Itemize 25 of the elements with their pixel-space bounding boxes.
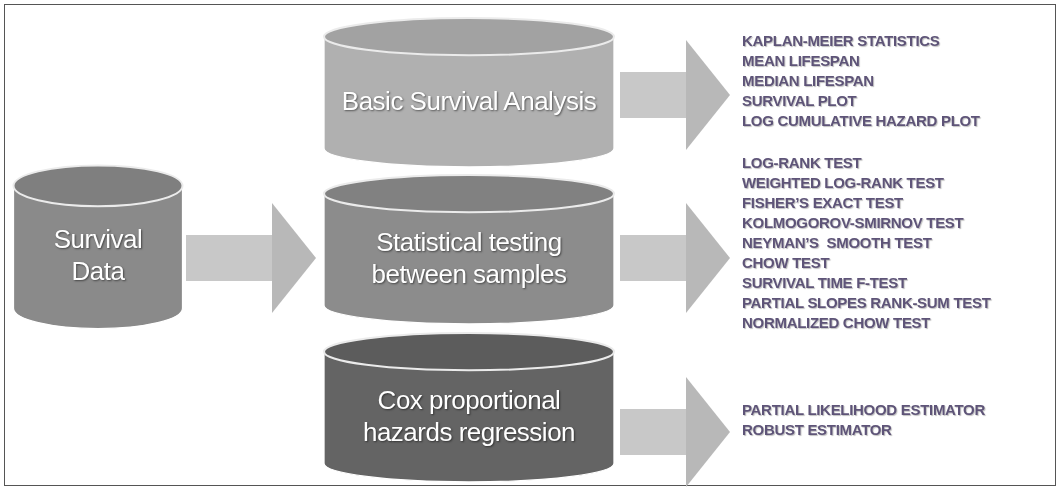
list-item: CHOW TEST: [742, 253, 831, 273]
cylinder-label: Cox proportional hazards regression: [361, 383, 577, 448]
list-item: LOG CUMULATIVE HAZARD PLOT: [742, 111, 981, 131]
list-item: PARTIAL SLOPES RANK-SUM TEST: [742, 293, 992, 313]
cylinder-label: Statistical testing between samples: [370, 225, 568, 290]
list-item: NEYMAN’S SMOOTH TEST: [742, 233, 933, 253]
list-item: FISHER’S EXACT TEST: [742, 193, 904, 213]
block-arrow: [620, 377, 730, 487]
block-arrow: [186, 203, 316, 313]
list-item: LOG-RANK TEST: [742, 153, 863, 173]
list-item: SURVIVAL TIME F-TEST: [742, 273, 908, 293]
block-arrow: [620, 203, 730, 313]
list-item: MEDIAN LIFESPAN: [742, 71, 875, 91]
list-item: KOLMOGOROV-SMIRNOV TEST: [742, 213, 965, 233]
list-item: MEAN LIFESPAN: [742, 51, 861, 71]
list-item: NORMALIZED CHOW TEST: [742, 313, 932, 333]
list-item: SURVIVAL PLOT: [742, 91, 858, 111]
cylinder-label: Survival Data: [52, 223, 144, 287]
list-item: ROBUST ESTIMATOR: [742, 420, 893, 440]
database-cylinder: [10, 162, 186, 332]
list-item: WEIGHTED LOG-RANK TEST: [742, 173, 945, 193]
list-item: KAPLAN-MEIER STATISTICS: [742, 31, 941, 51]
cylinder-label: Basic Survival Analysis: [341, 84, 597, 117]
block-arrow: [620, 40, 730, 150]
list-item: PARTIAL LIKELIHOOD ESTIMATOR: [742, 400, 986, 420]
